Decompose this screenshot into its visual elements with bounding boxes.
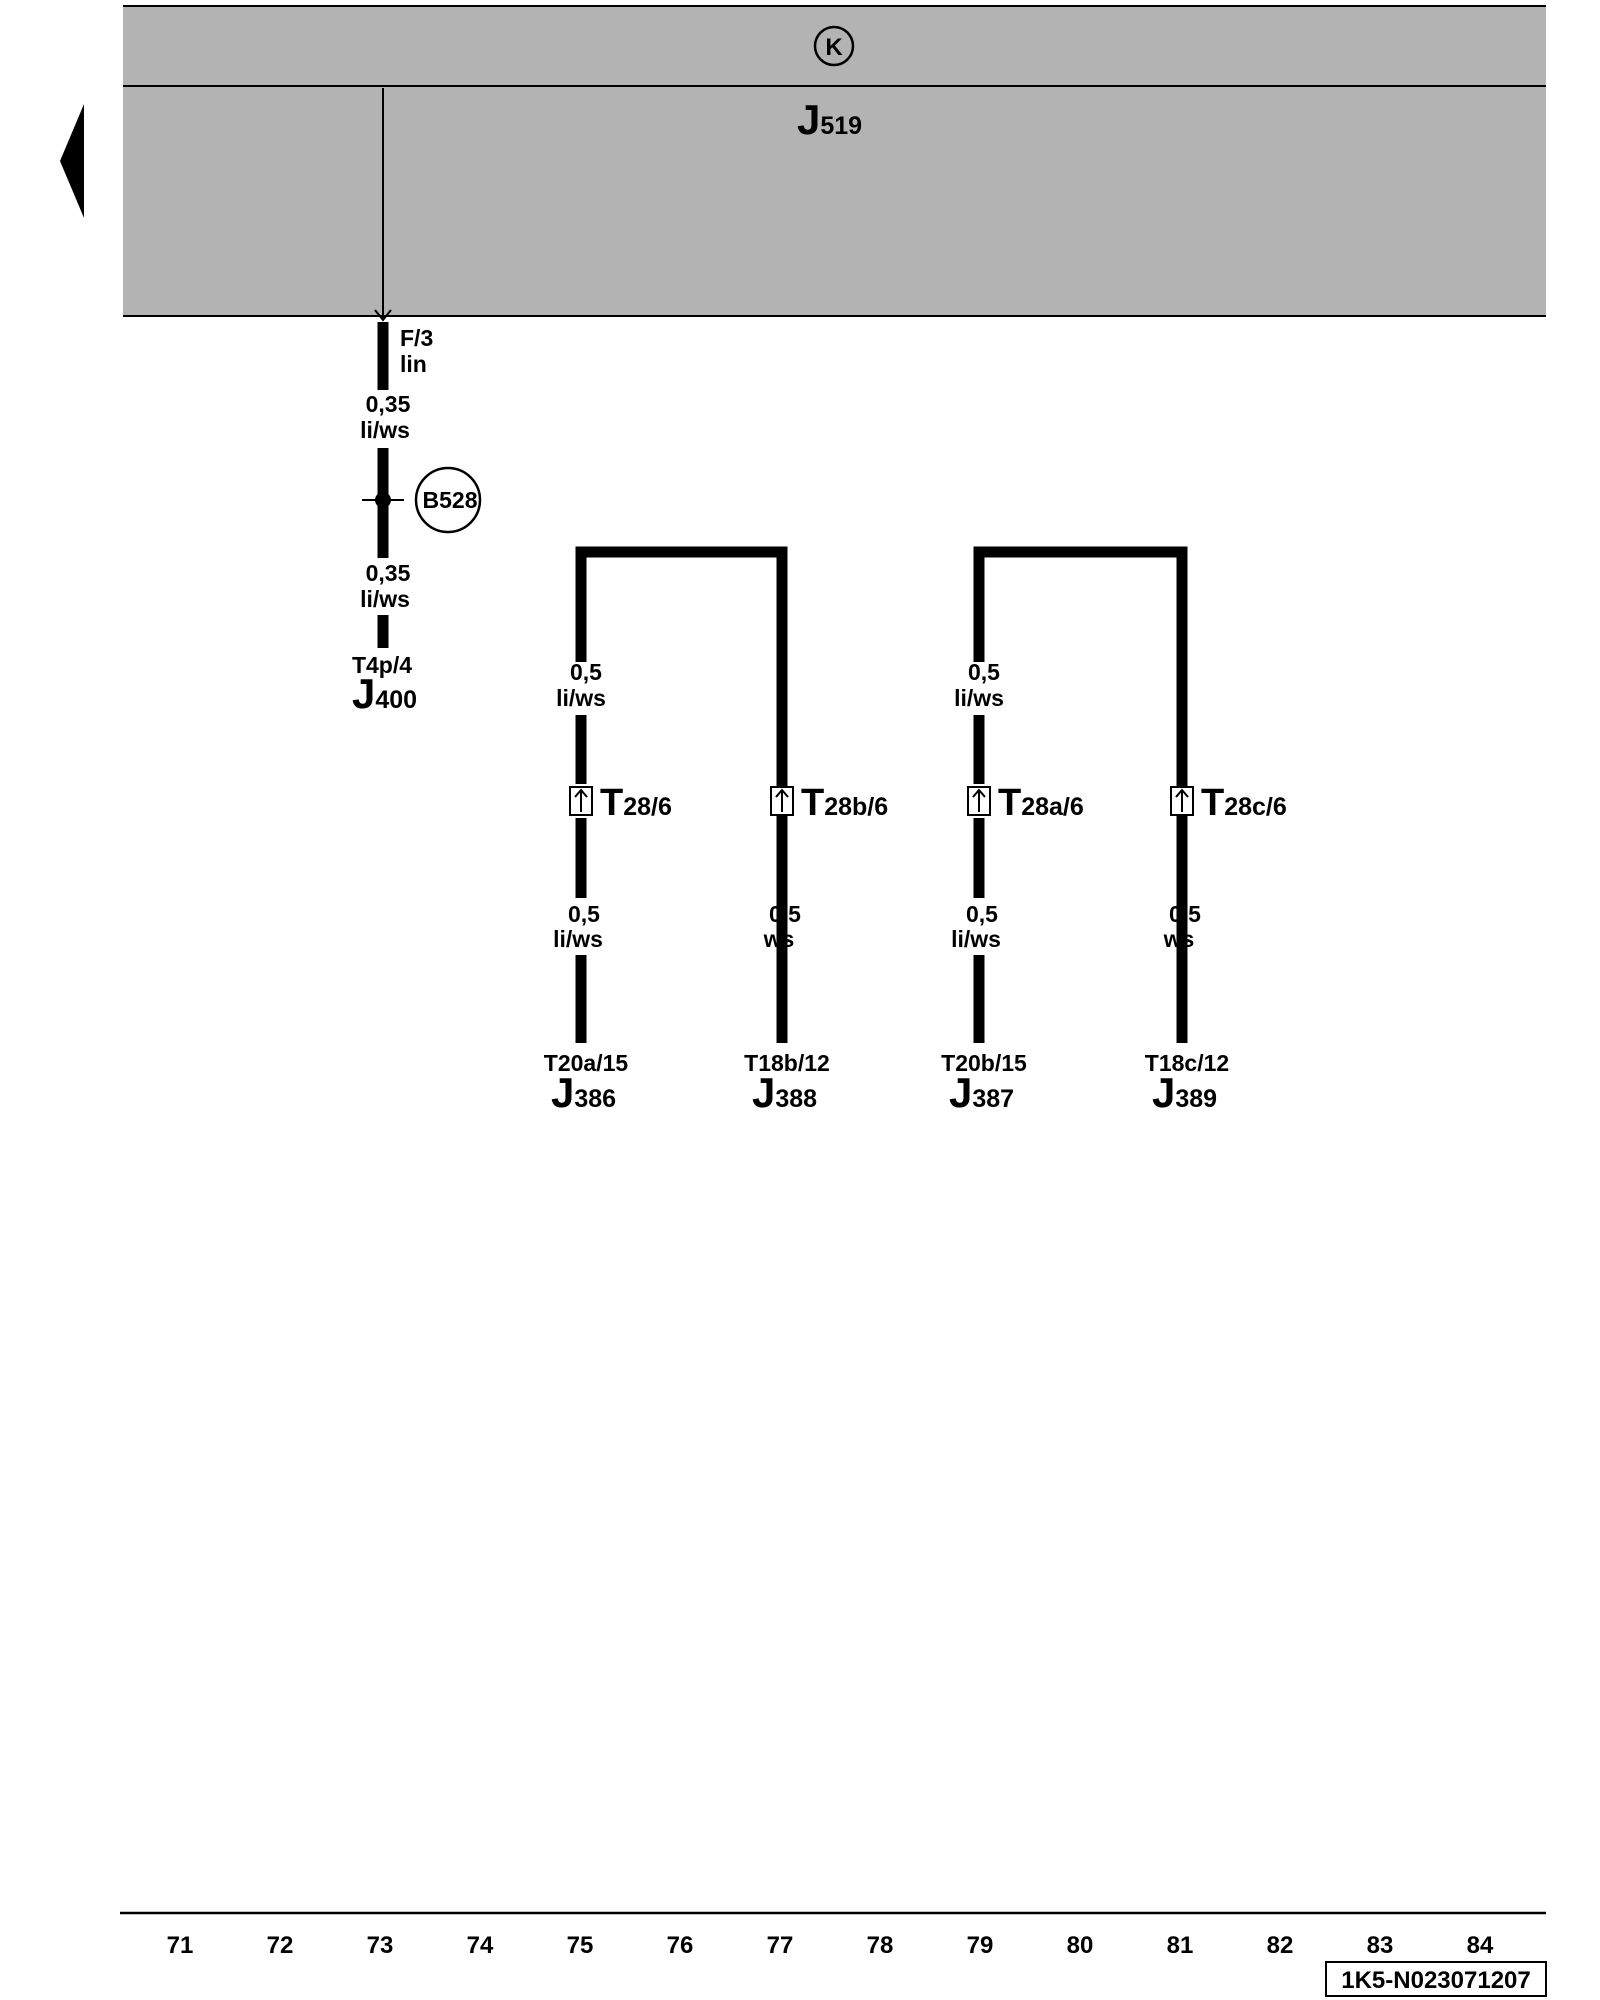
terminal-label: T18c/12: [1145, 1050, 1229, 1076]
j400-wire-upper-color: li/ws: [360, 417, 410, 443]
j400-wire-lower-color: li/ws: [360, 586, 410, 612]
control-unit-symbol-letter: K: [825, 34, 843, 61]
splice-marker-circle: [414, 466, 482, 534]
wire-size-label: 0,5: [570, 659, 602, 685]
control-unit-number: 519: [820, 112, 862, 140]
column-number: 83: [1367, 1932, 1394, 1959]
wire-size-label: 0,5: [968, 659, 1000, 685]
wire-color-label: li/ws: [954, 685, 1004, 711]
column-number-row: 71 72 73 74 75 76 77 78 79 80 81 82 83 84: [167, 1932, 1494, 1959]
connector-suffix: 28c/6: [1224, 793, 1287, 821]
wire-color-label: ws: [763, 926, 795, 952]
connector-arrow-icon: [775, 788, 789, 812]
unit-prefix: J: [949, 1069, 972, 1116]
wire-color-label: li/ws: [553, 926, 603, 952]
branch-group: 0,5li/wsT28/60,5li/wsT20a/15J386T28b/60,…: [544, 650, 1287, 1116]
j400-pin-label: F/3: [400, 325, 433, 351]
connector-suffix: 28a/6: [1021, 793, 1084, 821]
control-unit-symbol: K: [813, 25, 855, 67]
connector-label: T28c/6: [1201, 782, 1287, 824]
document-id: 1K5-N023071207: [1341, 1967, 1530, 1994]
column-number: 84: [1467, 1932, 1494, 1959]
connector-prefix: T: [600, 782, 623, 824]
wire-size-label: 0,5: [966, 901, 998, 927]
wire-size-label: 0,5: [568, 901, 600, 927]
connector-label: T28b/6: [801, 782, 888, 824]
connector-prefix: T: [998, 782, 1021, 824]
terminal-label: T18b/12: [744, 1050, 830, 1076]
column-number: 75: [567, 1932, 594, 1959]
column-number: 71: [167, 1932, 194, 1959]
wire-color-label: li/ws: [951, 926, 1001, 952]
connector-label: T28a/6: [998, 782, 1084, 824]
column-number: 76: [667, 1932, 694, 1959]
j400-pin-sub: lin: [400, 351, 427, 377]
column-number: 72: [267, 1932, 294, 1959]
wire-size-label: 0,5: [769, 901, 801, 927]
connector-prefix: T: [1201, 782, 1224, 824]
column-number: 79: [967, 1932, 994, 1959]
column-number: 80: [1067, 1932, 1094, 1959]
pin-arrow: [374, 309, 392, 322]
j400-unit-prefix: J: [352, 670, 375, 717]
control-unit-box: [123, 6, 1546, 316]
connector-suffix: 28b/6: [824, 793, 888, 821]
connector-prefix: T: [801, 782, 824, 824]
previous-page-arrow[interactable]: [60, 104, 84, 218]
connector-arrow-icon: [972, 788, 986, 812]
connector-suffix: 28/6: [623, 793, 672, 821]
unit-label: J386: [551, 1069, 616, 1116]
terminal-label: T20b/15: [941, 1050, 1027, 1076]
control-unit-label: J519: [797, 96, 862, 143]
unit-label: J389: [1152, 1069, 1217, 1116]
j400-unit-number: 400: [375, 686, 417, 714]
j400-wire-upper-size: 0,35: [366, 391, 411, 417]
j400-unit-label: J400: [352, 670, 417, 717]
wire-color-label: ws: [1163, 926, 1195, 952]
unit-prefix: J: [752, 1069, 775, 1116]
unit-prefix: J: [551, 1069, 574, 1116]
column-number: 81: [1167, 1932, 1194, 1959]
j400-connector: T4p/4: [352, 652, 412, 678]
connector-label: T28/6: [600, 782, 672, 824]
connector-arrow-icon: [574, 788, 588, 812]
terminal-label: T20a/15: [544, 1050, 629, 1076]
wire-size-label: 0,5: [1169, 901, 1201, 927]
unit-number: 387: [972, 1085, 1014, 1113]
connector-arrow-icon: [1175, 788, 1189, 812]
column-number: 74: [467, 1932, 494, 1959]
splice-dot: [375, 492, 391, 508]
column-number: 73: [367, 1932, 394, 1959]
document-id-box: [1325, 1961, 1547, 1997]
unit-number: 388: [775, 1085, 817, 1113]
column-number: 78: [867, 1932, 894, 1959]
column-number: 77: [767, 1932, 794, 1959]
unit-prefix: J: [1152, 1069, 1175, 1116]
wire-color-label: li/ws: [556, 685, 606, 711]
splice-label: B528: [423, 487, 478, 513]
unit-label: J388: [752, 1069, 817, 1116]
control-unit-prefix: J: [797, 96, 820, 143]
unit-number: 389: [1175, 1085, 1217, 1113]
column-number: 82: [1267, 1932, 1294, 1959]
unit-number: 386: [574, 1085, 616, 1113]
unit-label: J387: [949, 1069, 1014, 1116]
j400-wire-lower-size: 0,35: [366, 560, 411, 586]
